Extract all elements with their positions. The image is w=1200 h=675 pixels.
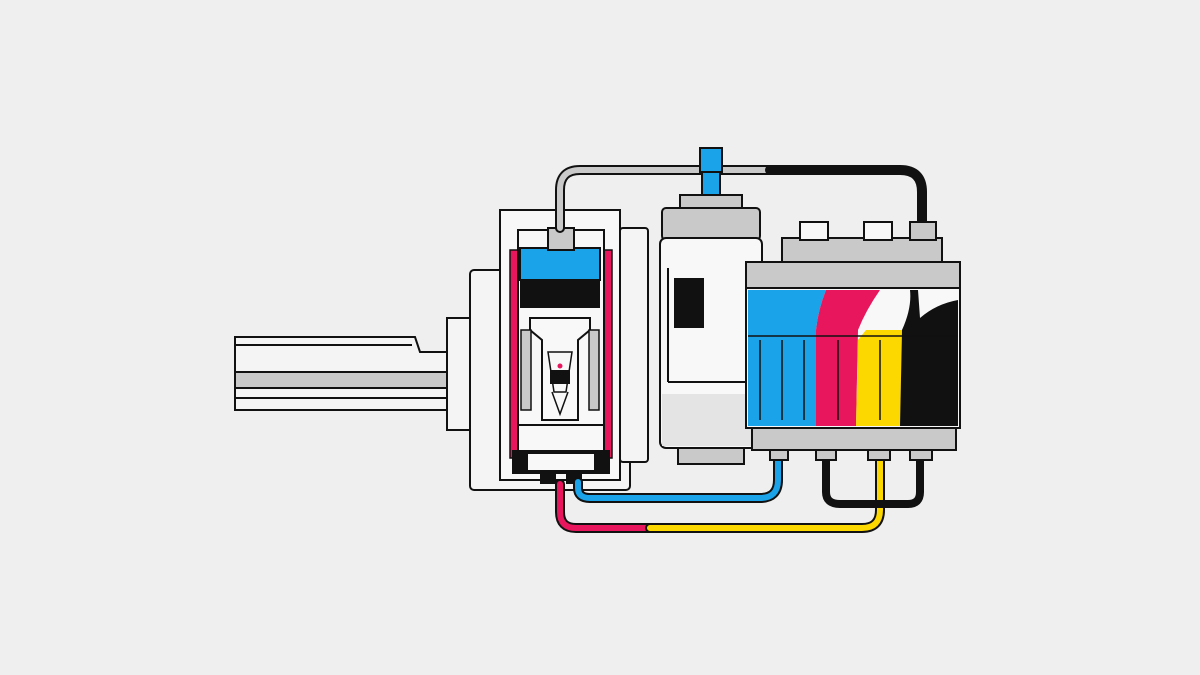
cartridge-vent-caps xyxy=(799,221,937,241)
damper-cylinder xyxy=(659,194,763,465)
printhead-housing xyxy=(499,209,621,484)
ink-tubes xyxy=(555,165,927,533)
ink-cartridge xyxy=(745,221,961,461)
cyan-valve xyxy=(699,147,723,199)
carriage-rail xyxy=(234,336,451,411)
cartridge-outlets xyxy=(769,449,933,461)
